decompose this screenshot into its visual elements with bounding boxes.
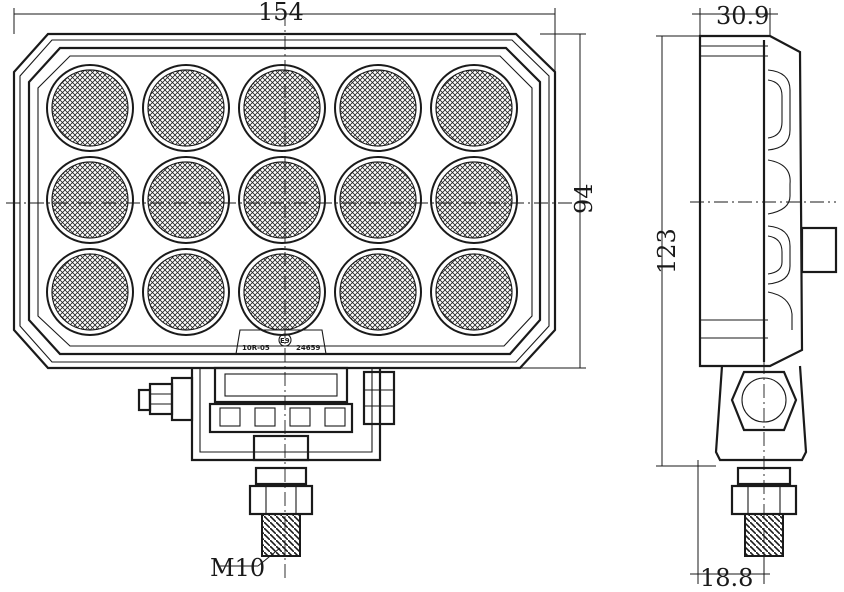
dim-total-height: 123 <box>653 228 681 274</box>
led-grid <box>46 64 518 336</box>
dim-width: 154 <box>258 0 304 26</box>
thread-shaft <box>261 513 301 557</box>
led-reflector-mesh <box>51 69 129 147</box>
led-reflector-mesh <box>435 69 513 147</box>
dim-thread: M10 <box>210 554 265 582</box>
marking-left-code: 10R-05 <box>242 344 270 352</box>
front-view: 10R-05 E9 24659 <box>6 12 590 580</box>
led-reflector-mesh <box>339 161 417 239</box>
emark-label: E9 <box>280 337 290 345</box>
led-reflector-mesh <box>147 253 225 331</box>
led-reflector-mesh <box>51 253 129 331</box>
mounting-stud <box>248 466 314 557</box>
housing-inner-1 <box>19 39 550 363</box>
led-reflector-mesh <box>435 161 513 239</box>
dim-bracket-width: 18.8 <box>700 564 753 592</box>
led-reflector-mesh <box>243 161 321 239</box>
led-reflector-mesh <box>51 161 129 239</box>
led-reflector-mesh <box>147 69 225 147</box>
led-reflector-mesh <box>339 69 417 147</box>
housing-inner-2 <box>27 46 542 356</box>
led-reflector-mesh <box>243 253 321 331</box>
side-housing-outer <box>698 34 804 368</box>
lens-frame <box>37 55 533 347</box>
mounting-bracket <box>137 366 396 462</box>
side-view <box>690 34 838 580</box>
led-reflector-mesh <box>147 161 225 239</box>
led-reflector-mesh <box>243 69 321 147</box>
led-reflector-mesh <box>435 253 513 331</box>
led-reflector-mesh <box>339 253 417 331</box>
dim-lens-height: 94 <box>570 183 598 214</box>
dim-depth: 30.9 <box>716 2 769 30</box>
dimensions: 154 94 123 30.9 18.8 M10 <box>13 0 778 592</box>
marking-right-code: 24659 <box>296 344 320 352</box>
